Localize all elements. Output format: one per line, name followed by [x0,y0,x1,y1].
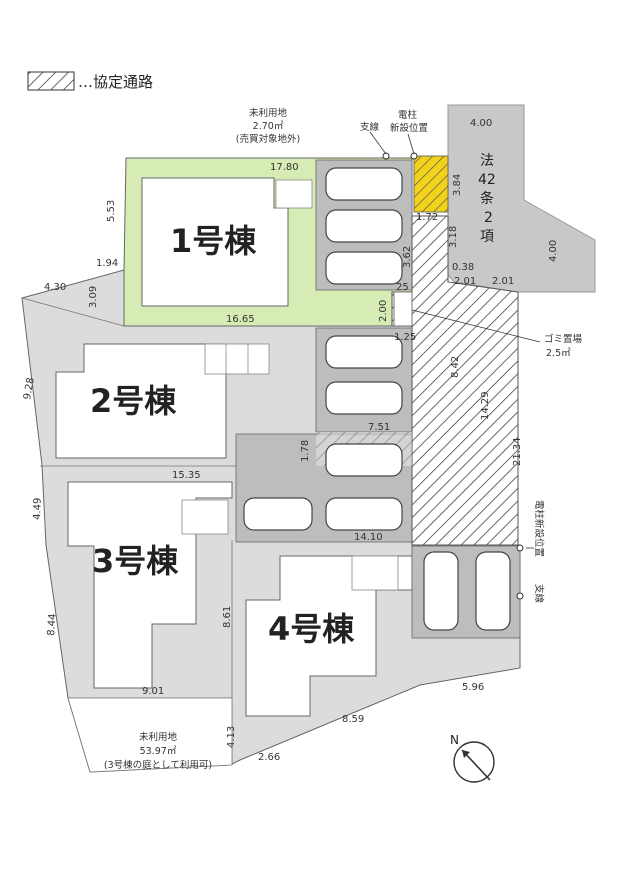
road-label: 法 42 条 2 項 [478,153,496,245]
car-icon [475,551,511,631]
svg-text:15.35: 15.35 [172,470,201,481]
north-compass: N [450,733,495,783]
svg-text:(3号棟の庭として利用可): (3号棟の庭として利用可) [104,759,212,771]
car-icon [325,381,403,415]
svg-text:8.44: 8.44 [46,613,59,636]
svg-text:4.30: 4.30 [44,282,66,293]
svg-text:8.61: 8.61 [222,606,233,628]
trash-label-2: 2.5㎡ [546,348,571,359]
svg-text:5.96: 5.96 [462,682,484,693]
svg-text:9.28: 9.28 [22,377,37,401]
svg-text:(売買対象地外): (売買対象地外) [236,133,300,145]
car-icon [325,251,403,285]
car-icon [325,167,403,201]
pole-top-label-2: 新設位置 [390,122,428,134]
svg-text:9.01: 9.01 [142,686,164,697]
guy-wire-bottom-label: 支線 [533,584,545,604]
trash-area [393,291,413,327]
svg-text:14.10: 14.10 [354,532,383,543]
svg-text:2.66: 2.66 [258,752,280,763]
lot-1-steps [275,179,313,209]
lot-4-steps [351,555,399,591]
lot-2-label: 2号棟 [90,382,177,420]
lot-3-steps [181,499,229,535]
lot-2-steps [204,343,270,375]
svg-text:14.29: 14.29 [480,391,491,420]
svg-text:1.94: 1.94 [96,258,118,269]
unused-top-note: 未利用地 2.70㎡ (売買対象地外) [236,107,300,145]
svg-text:条: 条 [480,190,494,207]
svg-text:4.00: 4.00 [548,240,559,262]
car-icon [325,335,403,369]
utility-pole-icon [382,152,390,160]
car-icon [243,497,313,531]
lot-3-label: 3号棟 [92,542,179,580]
svg-text:0.38: 0.38 [452,262,474,273]
svg-text:8.42: 8.42 [450,356,461,378]
pole-bottom-label: 電柱新設位置 [533,500,545,557]
legend: …協定通路 [27,71,153,91]
utility-pole-icon [516,544,524,552]
pole-top-label-1: 電柱 [398,109,418,121]
svg-text:未利用地: 未利用地 [139,731,178,743]
lot-1-label: 1号棟 [170,222,257,260]
svg-text:1.78: 1.78 [300,440,311,462]
legend-label: …協定通路 [78,73,153,91]
car-icon [325,497,403,531]
svg-text:25: 25 [396,282,409,293]
svg-text:4.49: 4.49 [32,497,44,520]
leader-lines [369,131,541,549]
svg-text:4.13: 4.13 [226,726,237,748]
svg-text:2.01: 2.01 [492,276,514,287]
svg-text:21.34: 21.34 [512,437,523,466]
north-label: N [450,733,459,747]
guy-wire-top-label: 支線 [360,121,380,133]
svg-text:3.62: 3.62 [402,246,413,268]
svg-text:1.72: 1.72 [416,212,438,223]
svg-text:2.01: 2.01 [454,276,476,287]
cars [243,167,511,631]
svg-text:2.70㎡: 2.70㎡ [253,121,284,132]
svg-text:8.59: 8.59 [342,714,364,725]
svg-text:2.00: 2.00 [378,300,389,322]
svg-text:17.80: 17.80 [270,162,299,173]
unused-land-bottom [67,697,233,773]
lot-4-label: 4号棟 [268,610,355,648]
svg-text:3.18: 3.18 [448,226,459,248]
dimensions: 17.80 5.53 1.94 4.30 3.09 16.65 9.28 4.4… [22,118,559,763]
svg-text:3.09: 3.09 [88,286,99,308]
svg-text:項: 項 [480,229,494,245]
svg-text:5.53: 5.53 [106,200,117,222]
svg-text:3.84: 3.84 [452,174,463,196]
svg-text:7.51: 7.51 [368,422,390,433]
car-icon [423,551,459,631]
utility-pole-icon [516,592,524,600]
svg-text:16.65: 16.65 [226,314,255,325]
svg-text:1.25: 1.25 [394,332,416,343]
svg-text:2: 2 [484,210,493,226]
svg-text:53.97㎡: 53.97㎡ [140,746,177,757]
trash-label-1: ゴミ置場 [544,333,583,345]
svg-text:法: 法 [480,153,494,169]
car-icon [325,443,403,477]
svg-text:42: 42 [478,172,496,188]
svg-text:未利用地: 未利用地 [249,107,288,119]
unused-bottom-note: 未利用地 53.97㎡ (3号棟の庭として利用可) [104,731,212,771]
public-road [447,104,596,293]
pole-area-hatch [413,155,449,213]
svg-text:4.00: 4.00 [470,118,492,129]
car-icon [325,209,403,243]
legend-hatch-swatch [27,71,75,91]
